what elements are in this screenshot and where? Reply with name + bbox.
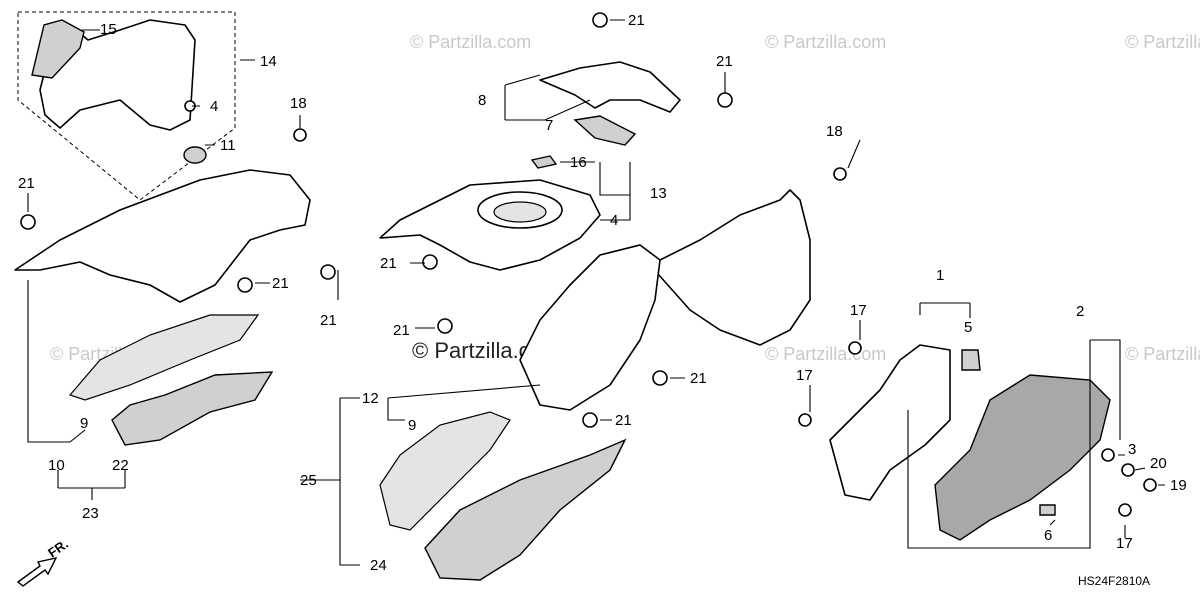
fuel-cap-inner — [493, 201, 547, 223]
callout-21: 21 — [615, 412, 632, 429]
collar-part-3[interactable] — [1101, 448, 1115, 462]
clip-part-21[interactable] — [582, 412, 598, 428]
side-cover-part-10[interactable] — [14, 169, 311, 303]
bolt-part-17[interactable] — [798, 413, 812, 427]
shroud-part-8[interactable] — [539, 61, 681, 113]
callout-22: 22 — [112, 457, 129, 474]
washer-part-20[interactable] — [1121, 463, 1135, 477]
watermark: © Partzilla.com — [765, 344, 886, 364]
stripe-part-24[interactable] — [424, 438, 627, 581]
callout-10: 10 — [48, 457, 65, 474]
front-arrow-icon — [16, 556, 58, 587]
callout-4: 4 — [210, 98, 218, 115]
stripe-part-9-center[interactable] — [379, 411, 511, 531]
callout-11: 11 — [220, 137, 236, 154]
clip-part-21[interactable] — [437, 318, 453, 334]
right-shroud[interactable] — [649, 189, 811, 346]
callout-21: 21 — [628, 12, 645, 29]
callout-21: 21 — [380, 255, 397, 272]
callout-21: 21 — [716, 53, 733, 70]
callout-5: 5 — [964, 319, 972, 336]
clip-part-21[interactable] — [237, 277, 253, 293]
callout-18: 18 — [290, 95, 307, 112]
callout-12: 12 — [362, 390, 379, 407]
callout-21: 21 — [690, 370, 707, 387]
front-cover-part-12[interactable] — [519, 244, 661, 411]
diagram-code: HS24F2810A — [1078, 574, 1150, 588]
callout-20: 20 — [1150, 455, 1167, 472]
bolt-part-17[interactable] — [1118, 503, 1132, 517]
clip-part-21[interactable] — [422, 254, 438, 270]
callout-8: 8 — [478, 92, 486, 109]
callout-17: 17 — [850, 302, 867, 319]
callout-9: 9 — [408, 417, 416, 434]
callout-17: 17 — [1116, 535, 1133, 552]
callout-16: 16 — [570, 154, 587, 171]
callout-17: 17 — [796, 367, 813, 384]
cover-part-2[interactable] — [934, 374, 1111, 541]
clip-part-21[interactable] — [320, 264, 336, 280]
bracket-part-1[interactable] — [829, 344, 951, 501]
emblem-part-6[interactable] — [1039, 504, 1056, 516]
callout-19: 19 — [1170, 477, 1187, 494]
watermark: © Partzilla.com — [410, 32, 531, 52]
bolt-part-17[interactable] — [848, 341, 862, 355]
callout-7: 7 — [545, 117, 553, 134]
callout-24: 24 — [370, 557, 387, 574]
leader-lines — [27, 19, 1165, 566]
direction-label: FR. — [45, 536, 71, 560]
callout-9: 9 — [80, 415, 88, 432]
callout-21: 21 — [393, 322, 410, 339]
clip-part-21[interactable] — [592, 12, 608, 28]
tank-cover-part-13[interactable] — [379, 179, 601, 271]
strip-part-7[interactable] — [573, 115, 637, 146]
bolt-part-18[interactable] — [293, 128, 307, 142]
watermark: © Partzilla.com — [1125, 32, 1200, 52]
inset-outline — [17, 11, 236, 201]
callout-2: 2 — [1076, 303, 1084, 320]
watermark: © Partzilla.com — [1125, 344, 1200, 364]
clip-part-21[interactable] — [20, 214, 36, 230]
clip-part-21[interactable] — [652, 370, 668, 386]
callout-21: 21 — [272, 275, 289, 292]
callout-25: 25 — [300, 472, 317, 489]
callout-23: 23 — [82, 505, 99, 522]
callout-6: 6 — [1044, 527, 1052, 544]
stripe-part-22[interactable] — [111, 371, 274, 446]
label-part-16[interactable] — [530, 155, 558, 169]
cap-part-5[interactable] — [961, 349, 981, 371]
bolt-part-19[interactable] — [1143, 478, 1157, 492]
callout-4: 4 — [610, 212, 618, 229]
pad-part-15[interactable] — [31, 19, 85, 79]
clip-part-21[interactable] — [717, 92, 733, 108]
callout-13: 13 — [650, 185, 667, 202]
callout-14: 14 — [260, 53, 277, 70]
watermark: © Partzilla.com — [765, 32, 886, 52]
bolt-part-18[interactable] — [833, 167, 847, 181]
callout-21: 21 — [320, 312, 337, 329]
grommet-part-11[interactable] — [183, 146, 207, 164]
callout-15: 15 — [100, 21, 117, 38]
callout-1: 1 — [936, 267, 944, 284]
stripe-part-9-left[interactable] — [68, 314, 260, 401]
callout-3: 3 — [1128, 441, 1136, 458]
callout-18: 18 — [826, 123, 843, 140]
callout-21: 21 — [18, 175, 35, 192]
